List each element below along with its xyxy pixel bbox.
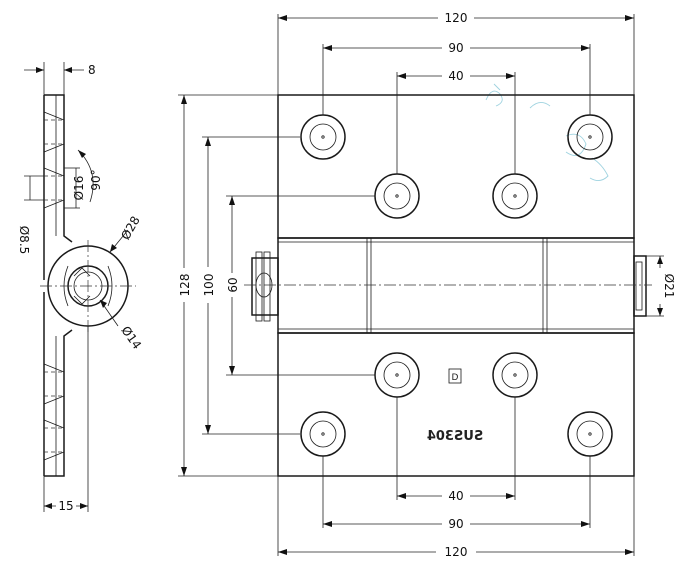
dim-inner-spacing-top: 40 xyxy=(448,69,463,83)
hole-upper-inner-left xyxy=(374,173,420,219)
side-dimensions: 8 90° Ø16 Ø8.5 Ø28 Ø14 15 xyxy=(17,62,144,513)
spring-clip xyxy=(251,251,279,322)
maker-mark: D xyxy=(452,373,459,383)
dim-leaf-thickness: 8 xyxy=(88,63,96,77)
hole-upper-right xyxy=(567,114,613,160)
dim-countersink-angle: 90° xyxy=(89,169,103,190)
material-marking: SUS304 xyxy=(427,429,483,444)
dim-outer-hole-vertical: 100 xyxy=(202,274,216,297)
dim-outer-spacing-bottom: 90 xyxy=(448,517,463,531)
dim-inner-hole-vertical: 60 xyxy=(226,277,240,292)
hole-upper-left xyxy=(300,114,346,160)
front-view: D SUS304 xyxy=(244,94,652,477)
maker-mark-box xyxy=(448,368,462,384)
dim-base-width: 15 xyxy=(58,499,73,513)
side-view xyxy=(40,94,136,477)
pin-cap xyxy=(633,255,647,317)
knuckle-band xyxy=(277,237,635,334)
dim-width-top: 120 xyxy=(445,11,468,25)
dim-width-bottom: 120 xyxy=(445,545,468,559)
dim-knuckle-diameter: Ø21 xyxy=(662,274,676,299)
hole-lower-inner-left xyxy=(374,352,420,398)
pencil-scribble xyxy=(485,83,609,181)
side-countersink-lower xyxy=(43,363,65,461)
dim-height-overall: 128 xyxy=(178,274,192,297)
side-countersink-upper xyxy=(43,111,65,209)
side-knuckle xyxy=(40,240,136,334)
dim-inner-spacing-bottom: 40 xyxy=(448,489,463,503)
hole-lower-right xyxy=(567,411,613,457)
dim-hole-diameter: Ø8.5 xyxy=(17,226,31,255)
front-dimensions: 120 90 40 40 90 120 xyxy=(176,10,676,559)
dim-knuckle-outer-diameter: Ø28 xyxy=(118,214,142,242)
hole-upper-inner-right xyxy=(492,173,538,219)
dim-pin-diameter: Ø14 xyxy=(118,324,144,352)
dim-outer-spacing-top: 90 xyxy=(448,41,463,55)
hole-lower-inner-right xyxy=(492,352,538,398)
hole-lower-left xyxy=(300,411,346,457)
dim-countersink-diameter: Ø16 xyxy=(72,176,86,201)
